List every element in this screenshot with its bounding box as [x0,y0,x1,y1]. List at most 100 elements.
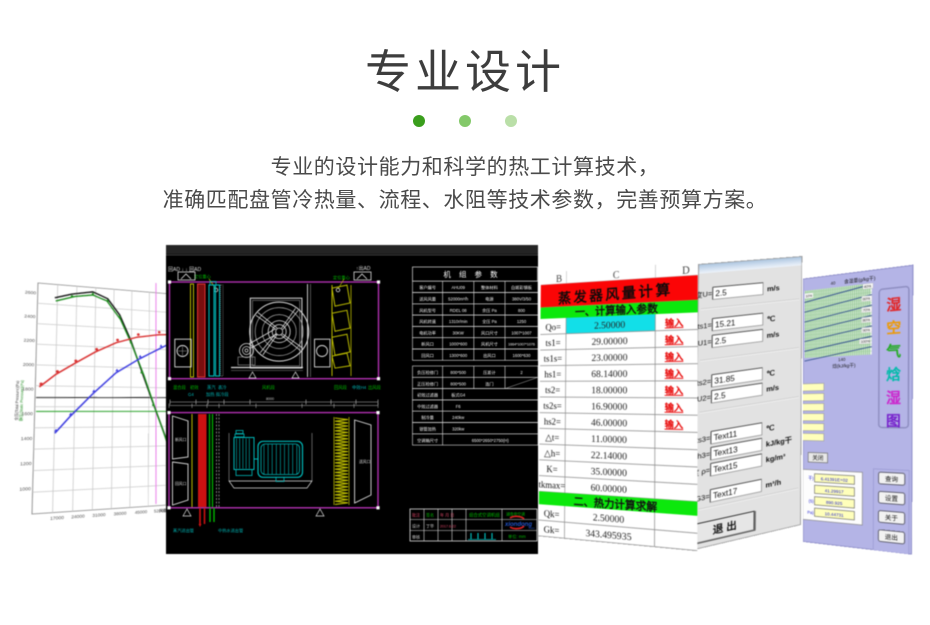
svg-text:出风口: 出风口 [483,352,496,359]
svg-text:Qo=: Qo= [545,321,561,332]
svg-text:kg/m³: kg/m³ [766,452,786,463]
svg-text:出风段: 出风段 [368,384,382,391]
svg-text:湿: 湿 [886,389,902,407]
svg-text:C: C [613,269,620,281]
svg-text:35.00000: 35.00000 [591,466,627,479]
svg-text:hs1=: hs1= [544,369,561,380]
svg-text:单位: mm: 单位: mm [508,533,526,540]
svg-text:℃: ℃ [766,423,774,432]
svg-text:中效过滤器: 中效过滤器 [417,403,439,410]
svg-text:320kw: 320kw [452,427,465,432]
svg-text:输入: 输入 [665,316,685,328]
svg-text:1007*1007: 1007*1007 [511,330,532,335]
svg-text:图: 图 [886,414,901,431]
svg-text:初效: 初效 [190,384,199,391]
svg-text:板式G4: 板式G4 [451,392,466,399]
svg-text:1300*600: 1300*600 [449,353,468,358]
svg-text:11.00000: 11.00000 [591,433,627,446]
svg-text:表冷: 表冷 [218,384,227,391]
svg-text:签名: 签名 [426,512,434,518]
svg-text:1800: 1800 [22,387,34,392]
svg-text:(5): (5) [809,499,814,504]
svg-text:回风段: 回风段 [334,384,348,391]
svg-text:31000: 31000 [92,512,106,518]
svg-text:29.00000: 29.00000 [592,335,628,347]
svg-text:40%: 40% [864,283,872,289]
svg-text:1400: 1400 [21,436,33,441]
svg-text:ts2s=: ts2s= [543,400,562,411]
svg-text:1600*630: 1600*630 [513,353,532,358]
svg-text:年 月 日: 年 月 日 [440,512,454,518]
svg-text:1200: 1200 [20,461,32,466]
svg-text:1310r/min: 1310r/min [449,319,468,324]
svg-text:52000m³/h: 52000m³/h [448,297,469,302]
svg-text:含湿量(g/kg干): 含湿量(g/kg干) [844,274,875,284]
svg-text:退出: 退出 [885,532,898,543]
svg-text:1000: 1000 [19,486,31,492]
svg-text:2000: 2000 [23,362,35,367]
svg-text:设置: 设置 [885,494,899,505]
svg-text:焓(kJ/kg干): 焓(kJ/kg干) [832,362,855,370]
svg-text:m/s: m/s [767,284,780,293]
svg-text:46.00000: 46.00000 [591,417,627,429]
svg-text:1000*600: 1000*600 [449,342,468,347]
svg-text:2.5: 2.5 [715,289,727,299]
svg-text:10%: 10% [806,293,813,299]
svg-text:hs2=: hs2= [544,416,561,427]
svg-text:380V/3/50: 380V/3/50 [512,297,532,302]
svg-text:关闭: 关闭 [812,453,824,462]
svg-text:tkmax=: tkmax= [539,479,566,492]
svg-text:52000: 52000 [154,508,167,513]
svg-text:23.00000: 23.00000 [591,352,627,364]
svg-text:设计: 设计 [412,523,420,529]
svg-text:送风口: 送风口 [359,459,371,464]
svg-text:风口尺寸: 风口尺寸 [481,329,498,336]
svg-text:压差计: 压差计 [483,369,496,376]
svg-text:查询: 查询 [885,474,899,484]
svg-text:ts1=: ts1= [546,337,561,348]
svg-text:温ts1=: 温ts1= [694,321,711,331]
svg-text:ts2=: ts2= [545,385,560,396]
svg-text:回风口: 回风口 [421,353,434,359]
svg-text:风机转速: 风机转速 [419,318,437,325]
svg-text:8000: 8000 [266,397,274,401]
svg-text:68.14000: 68.14000 [591,368,627,380]
svg-text:风机段: 风机段 [262,384,276,391]
svg-text:343.495935: 343.495935 [586,527,632,543]
svg-text:气: 气 [885,342,902,361]
svg-text:B: B [556,273,562,284]
svg-text:90%: 90% [863,327,871,333]
svg-text:度U2=: 度U2= [694,393,711,405]
svg-text:Gk=: Gk= [544,524,560,536]
svg-text:温ts2=: 温ts2= [694,377,711,388]
svg-text:蒸汽进出管: 蒸汽进出管 [173,527,194,534]
svg-text:二、热力计算求解: 二、热力计算求解 [574,495,658,514]
svg-text:退 出: 退 出 [713,519,737,536]
svg-text:静压(Static Pressure)(Pa): 静压(Static Pressure)(Pa) [18,379,25,421]
svg-text:2200: 2200 [24,338,36,343]
svg-text:17000: 17000 [50,515,64,521]
svg-text:2600: 2600 [25,290,37,295]
svg-text:输入: 输入 [665,350,685,362]
svg-text:初效过滤器: 初效过滤器 [417,392,439,399]
svg-text:K=: K= [546,463,557,475]
svg-text:2400: 2400 [24,314,36,319]
svg-text:2017.6.22: 2017.6.22 [440,525,456,529]
svg-text:新风口: 新风口 [175,437,187,442]
svg-text:白姬彩钢板: 白姬彩钢板 [511,284,533,291]
svg-text:1600: 1600 [21,411,33,416]
svg-text:℃: ℃ [766,369,774,378]
svg-text:电源: 电源 [485,296,494,303]
svg-text:审核: 审核 [412,534,420,540]
svg-text:输入: 输入 [665,401,685,413]
svg-text:输入: 输入 [665,418,685,430]
svg-text:△t=: △t= [545,432,559,443]
svg-text:m³/h: m³/h [765,478,781,489]
svg-text:xiondong: xiondong [504,522,532,528]
svg-text:湖南电空调: 湖南电空调 [506,512,525,517]
svg-text:负压检修门: 负压检修门 [417,369,438,376]
svg-text:℃: ℃ [767,315,775,323]
svg-text:1250: 1250 [517,319,527,324]
svg-text:度U1=: 度U1= [694,337,711,348]
svg-text:240kw: 240kw [452,415,465,420]
